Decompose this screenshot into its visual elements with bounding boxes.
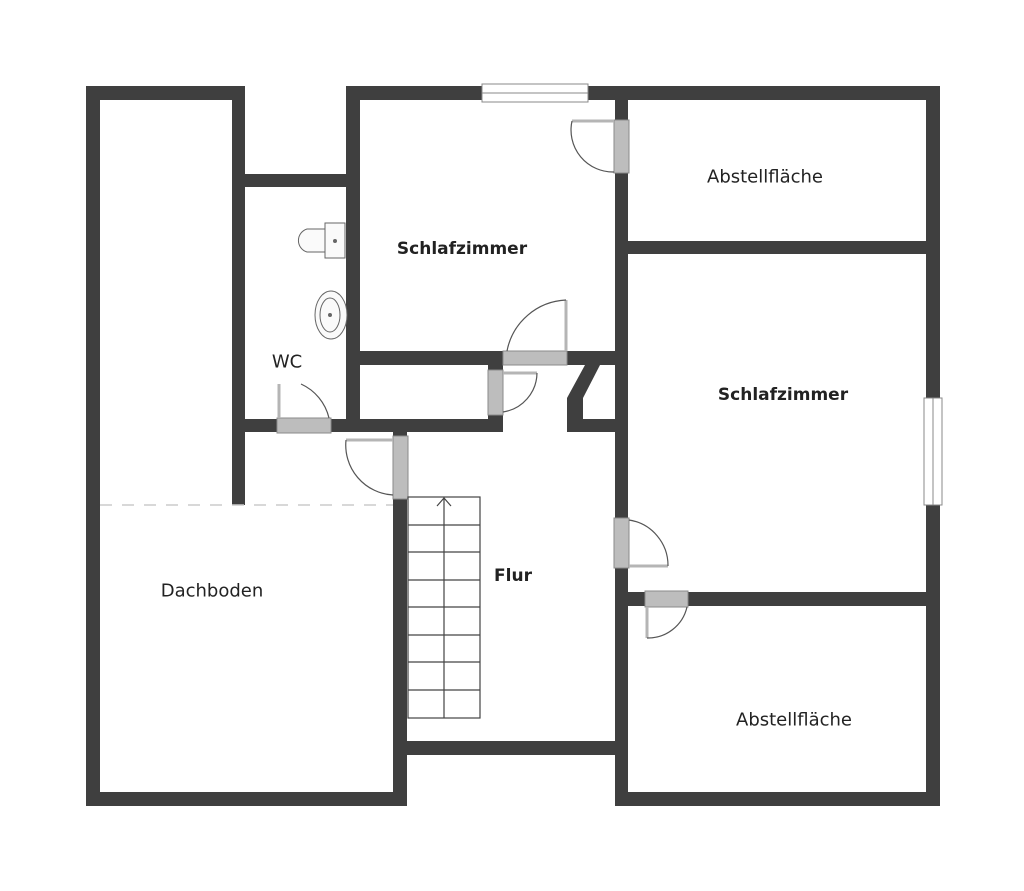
room-label-flur: Flur <box>494 566 532 586</box>
room-label-dachboden: Dachboden <box>160 580 264 602</box>
wall <box>232 419 503 432</box>
wall <box>232 174 360 187</box>
wall <box>615 86 940 100</box>
wall <box>86 86 100 806</box>
doors <box>276 119 689 639</box>
wall <box>393 741 628 755</box>
walls <box>86 86 940 806</box>
room-label-wc: WC <box>271 351 303 373</box>
wall <box>346 351 628 365</box>
wall <box>615 86 628 806</box>
door <box>644 590 689 608</box>
wall <box>86 86 245 100</box>
door <box>613 517 630 569</box>
door <box>502 350 568 366</box>
wall <box>86 792 407 806</box>
wall <box>393 432 407 806</box>
room-label-schlafzimmer: Schlafzimmer <box>396 239 528 259</box>
room-label-schlafzimmer-2: Schlafzimmer <box>717 385 849 405</box>
wall <box>346 86 360 432</box>
windows <box>481 83 943 506</box>
wall <box>615 792 940 806</box>
stairs <box>407 496 481 719</box>
door <box>613 119 630 174</box>
wall <box>615 592 940 606</box>
room-label-abstellflaeche: Abstellfläche <box>707 166 823 188</box>
door <box>276 417 332 434</box>
wall <box>615 241 940 254</box>
chimney <box>567 365 615 432</box>
sink-icon <box>314 290 348 340</box>
toilet-icon <box>298 222 346 259</box>
wall <box>232 86 245 505</box>
door <box>392 435 409 500</box>
stair-arrow-icon <box>436 497 452 507</box>
room-label-abstellflaeche-2: Abstellfläche <box>736 709 852 731</box>
door <box>487 369 504 416</box>
